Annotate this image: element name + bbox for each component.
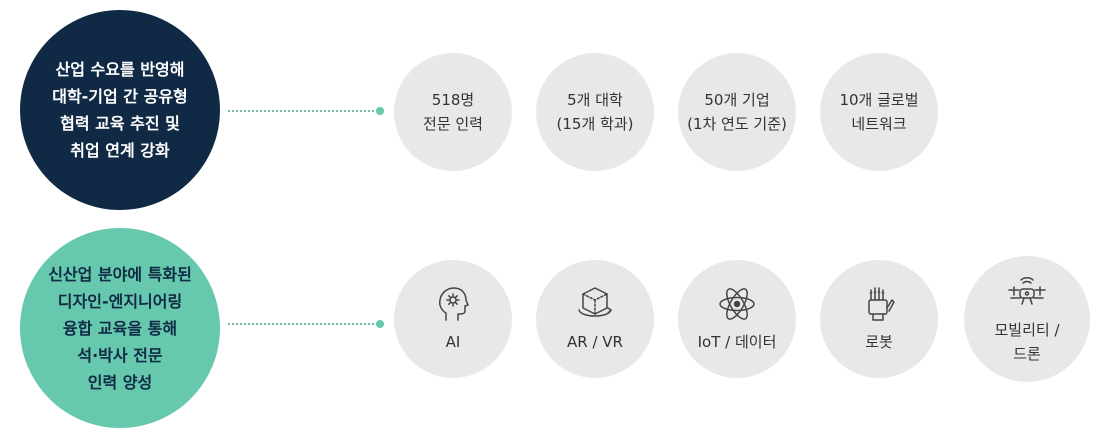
field-label: 드론 xyxy=(1013,345,1041,363)
vr-cube-icon xyxy=(575,284,615,324)
drone-icon xyxy=(1007,272,1047,312)
atom-icon xyxy=(717,284,757,324)
bottom-goal-line: 석·박사 전문 xyxy=(77,345,163,365)
field-label: 로봇 xyxy=(865,333,893,351)
field-circle-ai: AI xyxy=(394,260,512,378)
bottom-goal-line: 인력 양성 xyxy=(87,372,153,392)
top-goal-line: 취업 연계 강화 xyxy=(70,141,170,160)
robot-hand-icon xyxy=(859,284,899,324)
stat-value: 5개 대학 xyxy=(567,91,623,109)
bottom-connector-dot xyxy=(376,320,384,328)
top-goal-line: 산업 수요를 반영해 xyxy=(55,60,185,79)
field-circle-ar-vr: AR / VR xyxy=(536,260,654,378)
field-label: IoT / 데이터 xyxy=(697,333,777,351)
stat-caption: 네트워크 xyxy=(851,115,907,133)
stat-value: 10개 글로벌 xyxy=(839,91,919,109)
stat-circle-companies: 50개 기업 (1차 연도 기준) xyxy=(678,53,796,171)
top-goal-line: 협력 교육 추진 및 xyxy=(60,114,180,133)
stat-circle-universities: 5개 대학 (15개 학과) xyxy=(536,53,654,171)
field-label: AI xyxy=(445,333,461,351)
top-goal-circle: 산업 수요를 반영해 대학-기업 간 공유형 협력 교육 추진 및 취업 연계 … xyxy=(20,10,220,210)
stat-caption: (1차 연도 기준) xyxy=(687,115,787,133)
stat-caption: (15개 학과) xyxy=(556,115,634,133)
field-circle-mobility-drone: 모빌리티 / 드론 xyxy=(964,256,1090,382)
stat-circle-personnel: 518명 전문 인력 xyxy=(394,53,512,171)
top-connector-line xyxy=(228,110,378,112)
field-circle-robot: 로봇 xyxy=(820,260,938,378)
brain-gear-icon xyxy=(433,284,473,324)
field-label: 모빌리티 / xyxy=(994,321,1060,339)
bottom-goal-line: 융합 교육을 통해 xyxy=(62,318,178,338)
bottom-goal-line: 신산업 분야에 특화된 xyxy=(48,264,192,284)
stat-value: 518명 xyxy=(431,91,475,109)
top-goal-line: 대학-기업 간 공유형 xyxy=(52,87,188,106)
bottom-goal-circle: 신산업 분야에 특화된 디자인-엔지니어링 융합 교육을 통해 석·박사 전문 … xyxy=(20,228,220,428)
stat-caption: 전문 인력 xyxy=(423,115,483,133)
bottom-goal-line: 디자인-엔지니어링 xyxy=(57,291,183,311)
field-label: AR / VR xyxy=(567,333,623,351)
stat-circle-networks: 10개 글로벌 네트워크 xyxy=(820,53,938,171)
top-connector-dot xyxy=(376,107,384,115)
bottom-connector-line xyxy=(228,323,378,325)
stat-value: 50개 기업 xyxy=(704,91,770,109)
field-circle-iot-data: IoT / 데이터 xyxy=(678,260,796,378)
